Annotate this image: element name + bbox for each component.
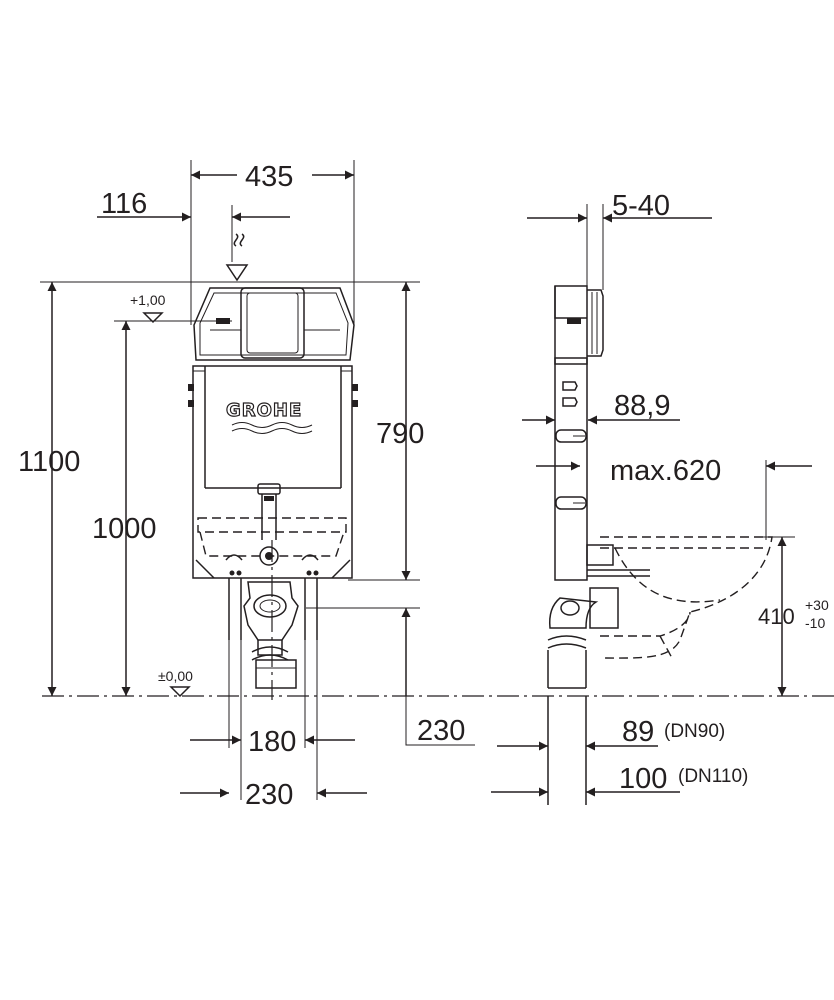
dim-100-note: (DN110) bbox=[678, 766, 748, 787]
side-view: 5-40 88,9 max.620 410 +30 -10 89 (DN90) … bbox=[491, 190, 829, 805]
dim-89: 89 bbox=[622, 716, 654, 748]
dim-88-9: 88,9 bbox=[614, 390, 670, 422]
dim-230-horizontal: 230 bbox=[245, 779, 293, 811]
dim-435: 435 bbox=[245, 161, 293, 193]
dim-max-620: max.620 bbox=[610, 455, 721, 487]
cistern-top bbox=[193, 287, 355, 361]
tol-plus: +30 bbox=[805, 597, 829, 613]
dim-230-vertical: 230 bbox=[417, 715, 465, 747]
dim-410: 410 bbox=[758, 604, 795, 629]
frame-body: GROHE bbox=[188, 365, 358, 579]
dim-116: 116 bbox=[101, 188, 147, 220]
dim-100: 100 bbox=[619, 763, 667, 795]
wc-bowl-outline bbox=[599, 536, 773, 659]
frame-side-profile bbox=[554, 285, 604, 581]
level-floor: ±0,00 bbox=[158, 668, 193, 684]
dim-5-40: 5-40 bbox=[612, 190, 670, 222]
dim-89-note: (DN90) bbox=[664, 721, 725, 742]
dim-180: 180 bbox=[248, 726, 296, 758]
front-view: 435 116 +1,00 1100 1000 790 230 ±0,00 bbox=[18, 160, 475, 811]
drain-assembly bbox=[228, 578, 318, 689]
brand-logo: GROHE bbox=[226, 400, 302, 421]
dim-790: 790 bbox=[376, 418, 424, 450]
water-inlet-icon bbox=[225, 233, 249, 282]
level-upper: +1,00 bbox=[130, 292, 166, 308]
tol-minus: -10 bbox=[805, 615, 825, 631]
dim-1100: 1100 bbox=[18, 446, 80, 478]
pan-connector bbox=[547, 544, 650, 805]
dim-1000: 1000 bbox=[92, 513, 157, 545]
